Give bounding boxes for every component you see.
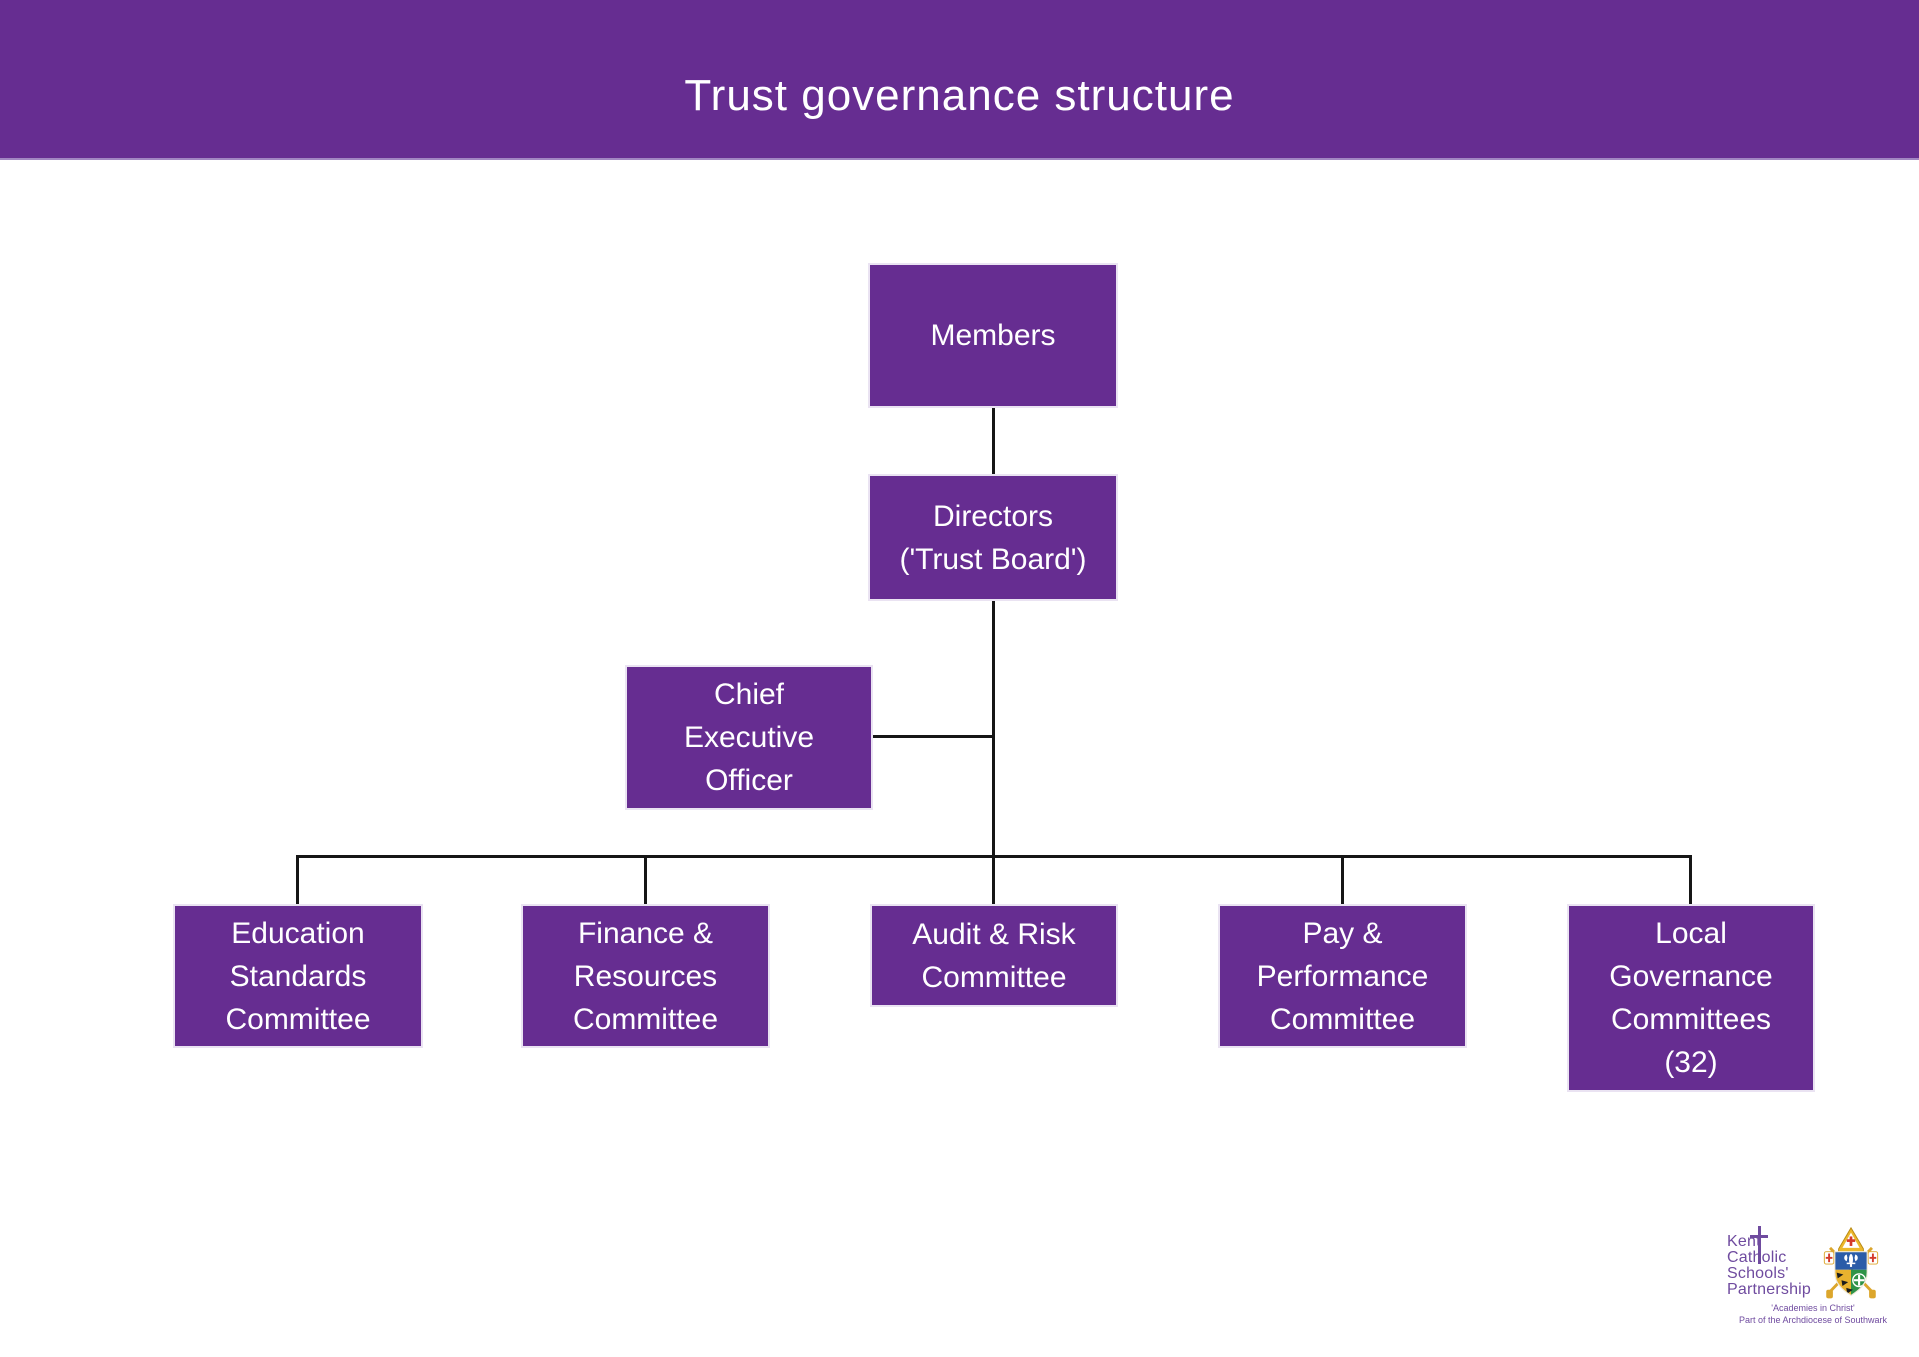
org-node-finance-resources-committee: Finance & Resources Committee [521,904,770,1048]
kcsp-logo: Kent Catholic Schools' Partnership 'Acad… [1720,1222,1900,1342]
org-node-education-label: Education Standards Committee [225,916,371,1036]
org-node-local-governance-committees: Local Governance Committees (32) [1567,904,1815,1092]
org-node-local-label: Local Governance Committees (32) [1609,917,1773,1079]
org-node-directors-label: Directors ('Trust Board') [899,499,1087,576]
connector-trunk [992,601,995,904]
logo-tagline-academies: 'Academies in Christ' [1771,1303,1855,1313]
connector-ceo [870,735,994,738]
org-node-audit-risk-committee: Audit & Risk Committee [870,904,1118,1007]
connector-drop-pay [1341,855,1344,904]
page-title: Trust governance structure [684,71,1235,120]
org-node-chief-executive-officer: Chief Executive Officer [625,665,873,810]
org-node-members: Members [868,263,1118,408]
logo-tagline-archdiocese: Part of the Archdiocese of Southwark [1738,1315,1888,1325]
connector-drop-education [296,855,299,904]
org-node-education-standards-committee: Education Standards Committee [173,904,423,1048]
logo-cross-icon [1750,1235,1768,1238]
connector-drop-finance [644,855,647,904]
org-node-finance-label: Finance & Resources Committee [572,916,719,1036]
org-node-pay-performance-committee: Pay & Performance Committee [1218,904,1467,1048]
header-band: Trust governance structure [0,0,1919,160]
connector-distribution [296,855,1692,858]
org-node-pay-label: Pay & Performance Committee [1256,916,1429,1036]
org-node-directors: Directors ('Trust Board') [868,474,1118,601]
logo-cross-icon [1758,1226,1761,1264]
org-node-members-label: Members [930,319,1056,352]
diocese-crest-icon [1823,1226,1879,1299]
connector-members-directors [992,408,995,474]
connector-drop-local [1689,855,1692,904]
org-node-audit-label: Audit & Risk Committee [912,917,1076,994]
logo-org-name: Kent Catholic Schools' Partnership [1727,1233,1812,1298]
org-node-ceo-label: Chief Executive Officer [683,678,815,797]
